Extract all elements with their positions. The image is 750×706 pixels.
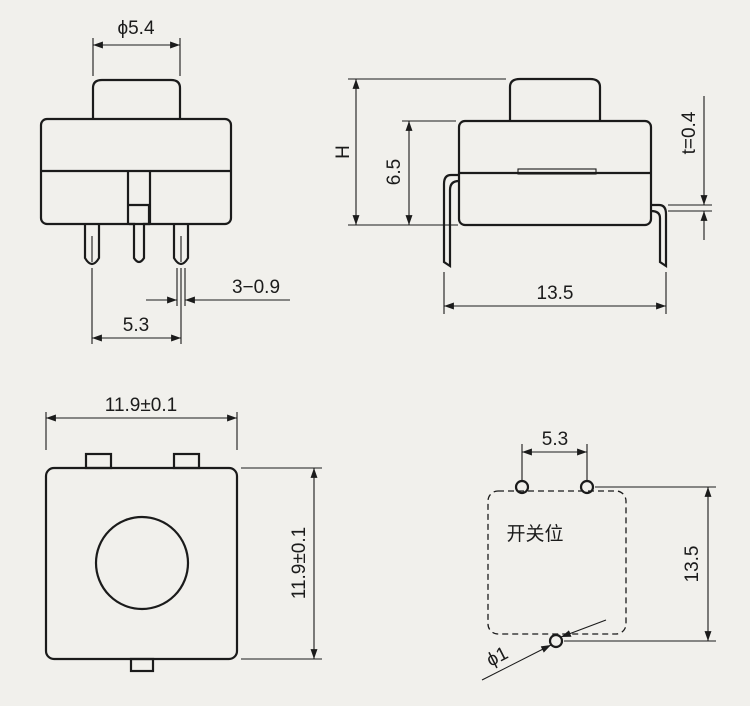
side-terminal-thickness-label: t=0.4 bbox=[679, 111, 700, 154]
front-view: ϕ5.4 5.3 3−0.9 bbox=[39, 18, 290, 344]
top-width-label: 11.9±0.1 bbox=[105, 395, 177, 416]
front-right-pin bbox=[172, 224, 190, 266]
side-seam-notch bbox=[517, 168, 597, 175]
side-view: H 6.5 t=0.4 13.5 bbox=[333, 77, 712, 314]
pcb-hole-left bbox=[514, 479, 530, 495]
front-center-pin bbox=[129, 203, 151, 264]
top-bottom-tab bbox=[129, 657, 155, 673]
pcb-hole-right bbox=[579, 479, 595, 495]
side-button-cap bbox=[508, 77, 602, 121]
side-left-terminal bbox=[442, 173, 460, 269]
top-right-tab bbox=[172, 452, 201, 470]
top-depth-label: 11.9±0.1 bbox=[289, 527, 310, 599]
top-view: 11.9±0.1 11.9±0.1 bbox=[44, 395, 322, 673]
pcb-outline bbox=[487, 490, 627, 635]
top-button-circle bbox=[94, 515, 190, 611]
side-body-height-label: 6.5 bbox=[384, 159, 405, 185]
front-pin-spec-label: 3−0.9 bbox=[232, 277, 280, 298]
front-button-diameter-label: ϕ5.4 bbox=[117, 18, 154, 39]
pcb-outline-height-label: 13.5 bbox=[682, 546, 703, 583]
top-left-tab bbox=[84, 452, 113, 470]
front-left-pin bbox=[83, 224, 101, 266]
front-center-slot bbox=[126, 171, 152, 224]
pcb-switch-position-label: 开关位 bbox=[506, 523, 563, 545]
front-pin-spacing-label: 5.3 bbox=[123, 315, 149, 336]
side-right-terminal bbox=[650, 203, 668, 269]
pcb-hole-spacing-label: 5.3 bbox=[542, 429, 568, 450]
pcb-layout: 开关位 5.3 13.5 ϕ1 bbox=[481, 429, 716, 681]
pcb-hole-bottom bbox=[548, 633, 564, 649]
side-total-height-label: H bbox=[333, 145, 354, 159]
side-terminal-span-label: 13.5 bbox=[537, 283, 574, 304]
top-body bbox=[44, 466, 239, 661]
front-button-cap bbox=[91, 78, 182, 119]
